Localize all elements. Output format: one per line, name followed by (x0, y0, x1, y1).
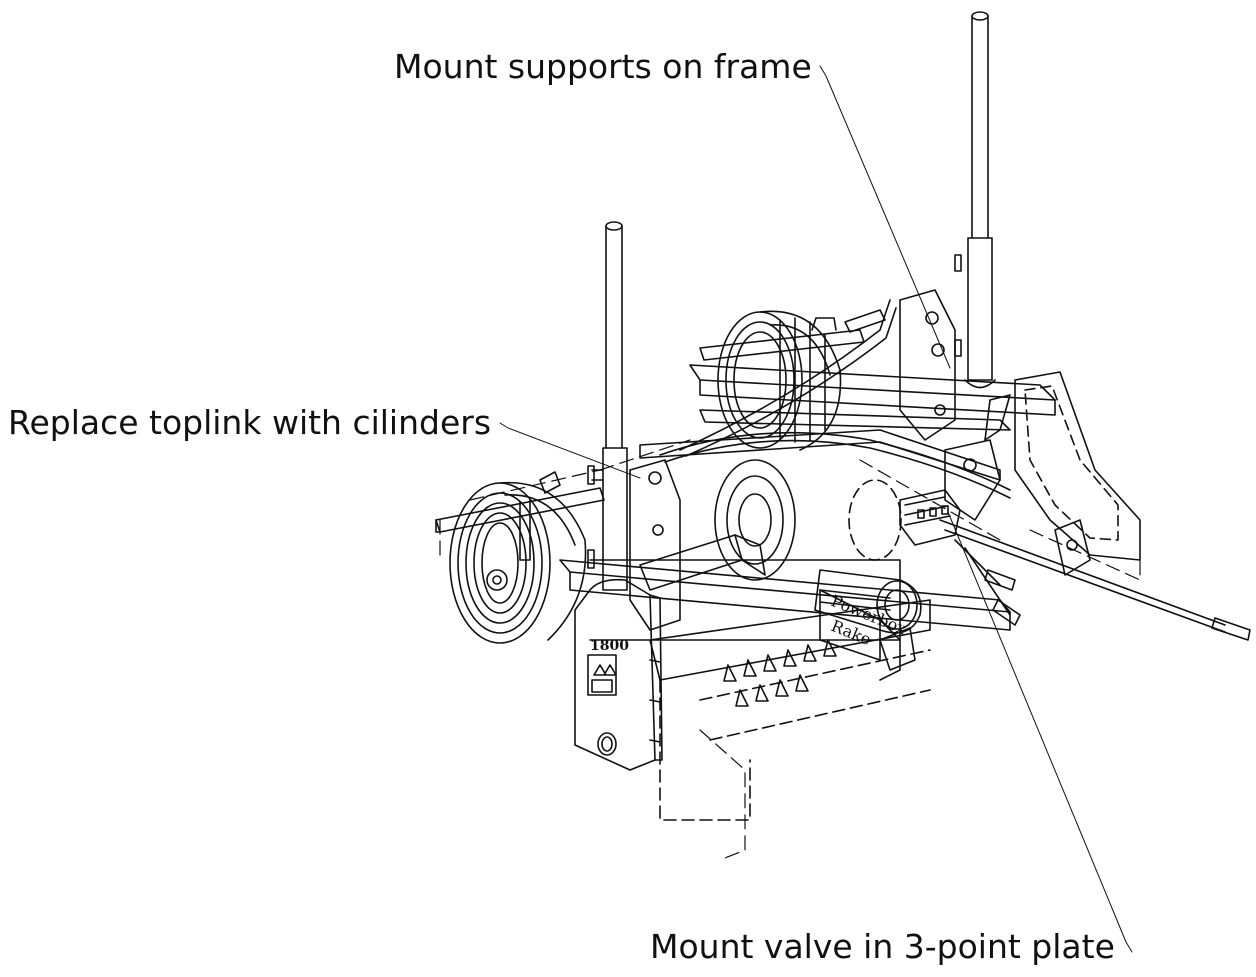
three-point-plate (879, 394, 1091, 671)
callout-mount-supports: Mount supports on frame (394, 47, 812, 86)
valve-block (899, 489, 961, 546)
leader-mount-valve (947, 511, 1133, 953)
motor-housing (814, 569, 922, 634)
rake-tines (723, 639, 837, 707)
callout-replace-toplink: Replace toplink with cilinders (8, 403, 492, 442)
left-support-post (587, 221, 628, 591)
leader-mount-supports (819, 65, 951, 369)
leader-lines (499, 65, 1133, 953)
hidden-lines (439, 439, 1141, 861)
right-support-post (954, 11, 996, 389)
gearbox-cover: 1800 (574, 578, 663, 771)
left-wheel (435, 471, 605, 644)
rotor-drum (589, 459, 902, 641)
toplink-cylinders (629, 289, 1011, 631)
rake-bar (649, 599, 931, 821)
model-number-text: 1800 (590, 638, 629, 654)
callout-mount-valve: Mount valve in 3-point plate (650, 927, 1115, 966)
main-frame (559, 364, 1141, 631)
hydraulic-couplers (939, 519, 1251, 641)
leader-replace-toplink (499, 422, 641, 479)
